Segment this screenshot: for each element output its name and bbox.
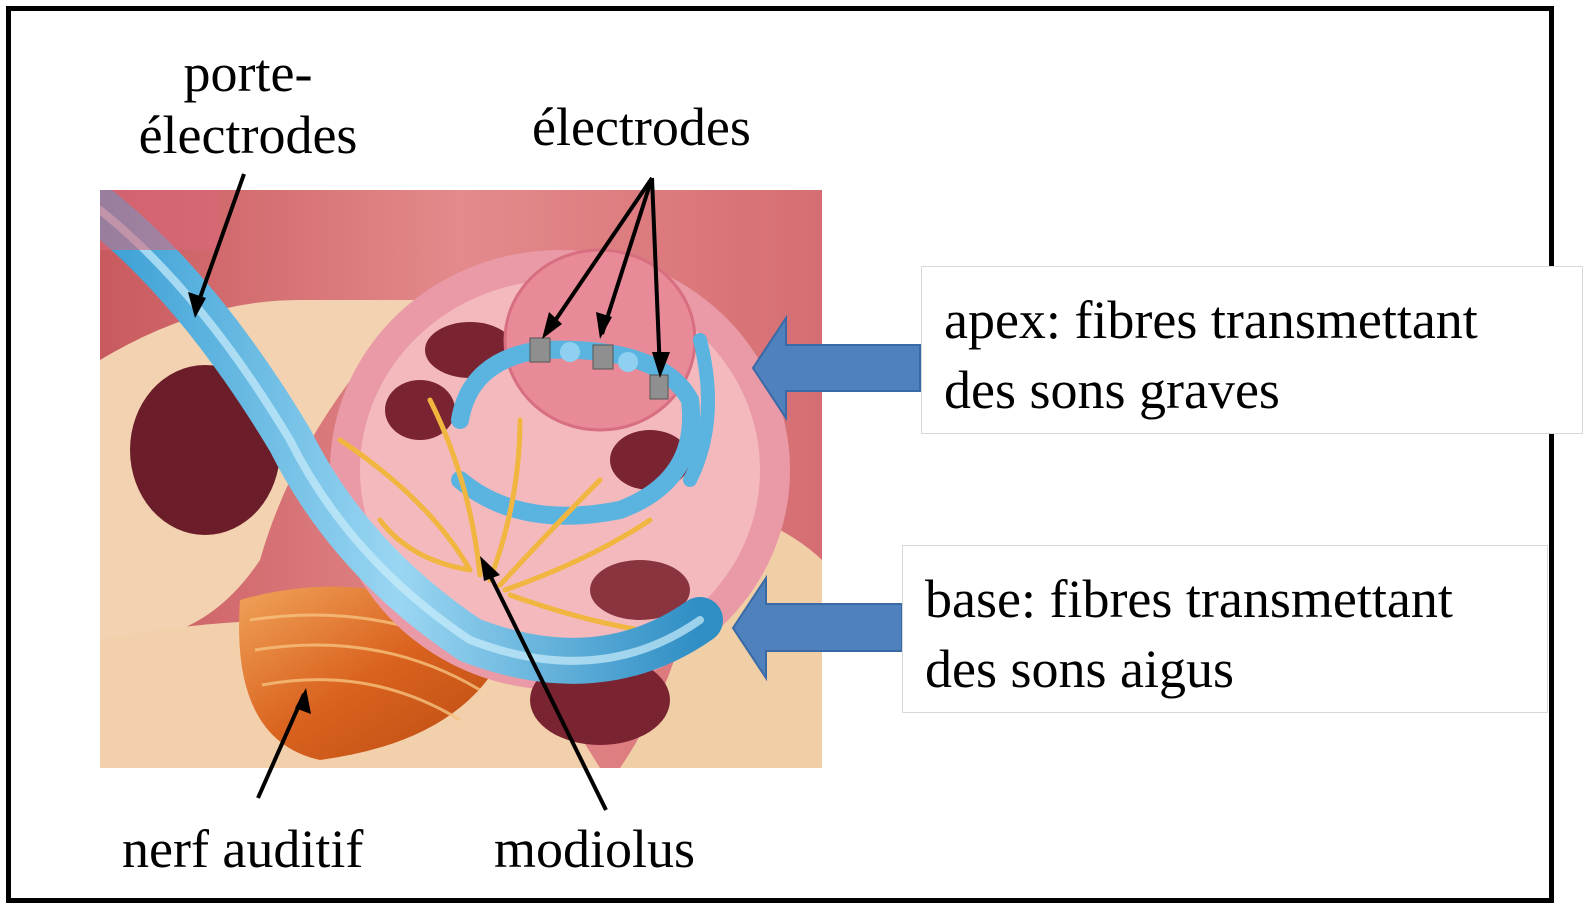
apex-line2: des sons graves bbox=[944, 360, 1280, 420]
base-arrow-icon bbox=[731, 574, 903, 682]
illustration-content bbox=[100, 190, 822, 768]
base-box: base: fibres transmettant des sons aigus bbox=[902, 545, 1548, 713]
base-line2: des sons aigus bbox=[925, 639, 1234, 699]
base-line1: base: fibres transmettant bbox=[925, 569, 1453, 629]
label-modiolus: modiolus bbox=[494, 819, 696, 879]
label-electrodes: électrodes bbox=[532, 97, 751, 157]
apex-box: apex: fibres transmettant des sons grave… bbox=[921, 266, 1583, 434]
apex-arrow-icon bbox=[751, 314, 921, 422]
label-porte-line1: porte- bbox=[183, 43, 313, 103]
label-porte-line2: électrodes bbox=[138, 105, 358, 165]
label-porte-electrodes: porte- électrodes bbox=[118, 42, 378, 166]
label-nerf-auditif: nerf auditif bbox=[122, 819, 364, 879]
apex-line1: apex: fibres transmettant bbox=[944, 290, 1478, 350]
pointer-heads bbox=[188, 292, 670, 714]
pointer-lines bbox=[193, 173, 662, 811]
